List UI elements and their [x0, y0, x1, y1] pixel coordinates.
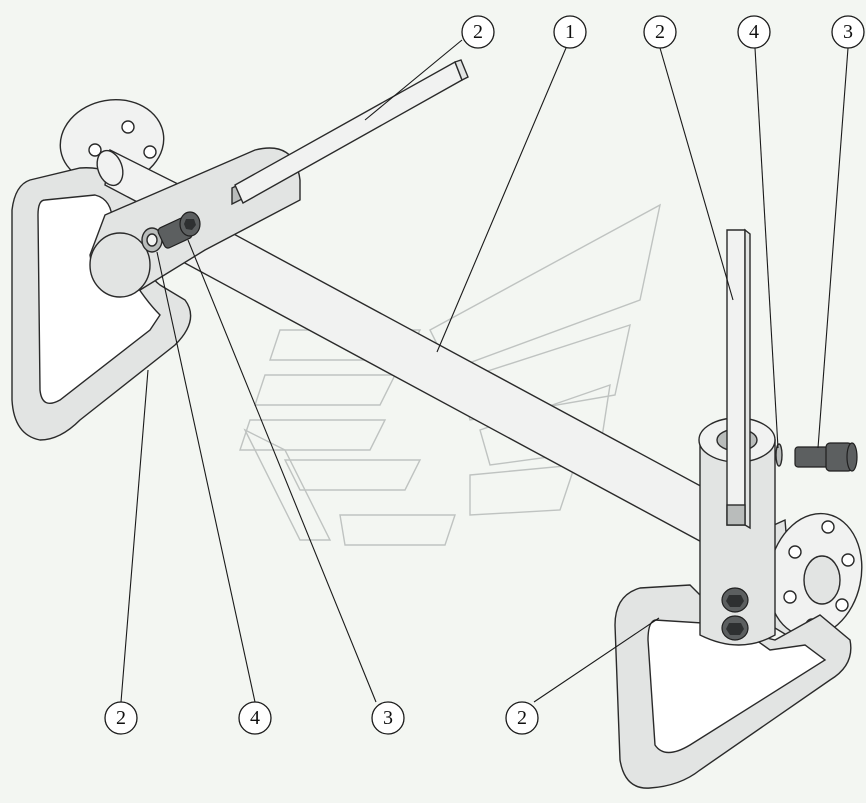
callout-label: 1 — [565, 21, 575, 43]
callout-label: 2 — [655, 21, 665, 43]
left-bolt-assembly — [141, 211, 201, 253]
callout-bottom-left-2: 2 — [104, 701, 138, 735]
leader-lines — [120, 39, 849, 703]
right-screw — [794, 442, 858, 472]
watermark-logo — [239, 203, 661, 546]
callout-top-right-3: 3 — [831, 15, 865, 49]
callout-bottom-4: 4 — [238, 701, 272, 735]
callout-bottom-3: 3 — [371, 701, 405, 735]
callout-top-right-2: 2 — [643, 15, 677, 49]
callout-label: 2 — [116, 707, 126, 729]
callout-label: 4 — [749, 21, 759, 43]
callout-label: 3 — [383, 707, 393, 729]
right-vertical-blade — [726, 228, 751, 530]
right-handle-loop — [614, 584, 852, 789]
callout-label: 3 — [843, 21, 853, 43]
right-washer — [775, 443, 783, 467]
callout-top-right-4: 4 — [737, 15, 771, 49]
upper-left-blade — [234, 59, 469, 204]
callout-top-1: 1 — [553, 15, 587, 49]
callout-label: 4 — [250, 707, 260, 729]
callout-top-left-2: 2 — [461, 15, 495, 49]
callout-label: 2 — [473, 21, 483, 43]
callout-bottom-right-2: 2 — [505, 701, 539, 735]
callout-label: 2 — [517, 707, 527, 729]
right-clamp-bolts — [721, 587, 749, 641]
